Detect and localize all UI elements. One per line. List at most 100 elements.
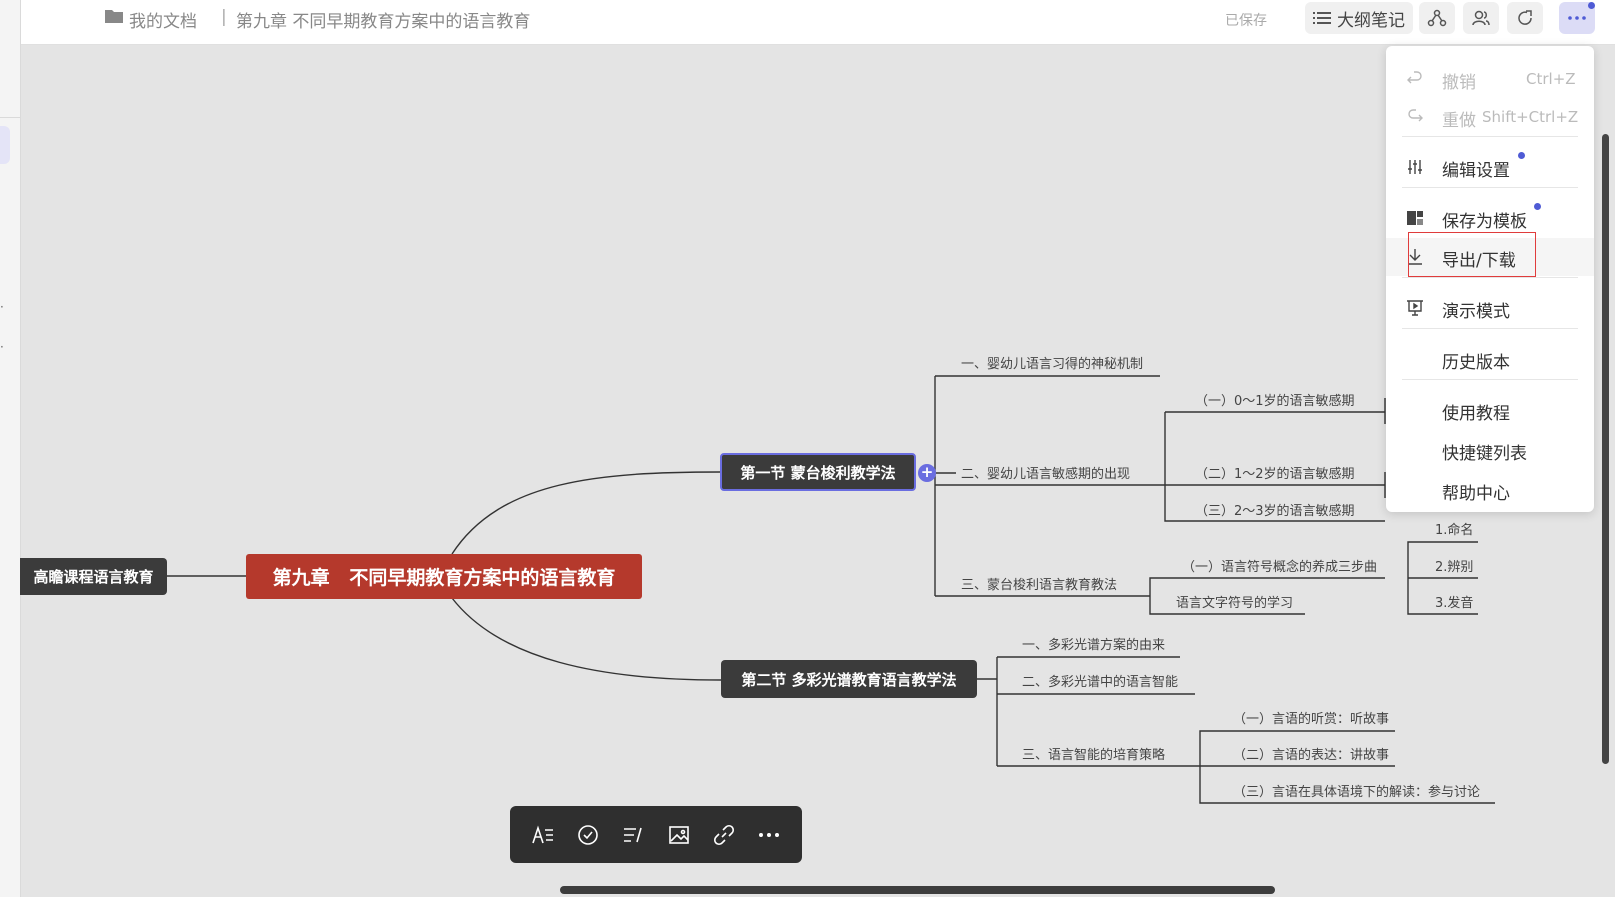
menu-item-edit-settings[interactable]: 编辑设置	[1386, 148, 1594, 186]
left-topic-node[interactable]: 高瞻课程语言教育	[20, 558, 167, 595]
menu-item-save-template[interactable]: 保存为模板	[1386, 199, 1594, 237]
strip-divider	[0, 117, 20, 118]
link-icon	[713, 824, 734, 845]
undo-icon	[1407, 71, 1422, 84]
sec2-subitem-3[interactable]: （三）言语在具体语境下的解读：参与讨论	[1233, 785, 1481, 800]
menu-item-presentation-label: 演示模式	[1442, 302, 1510, 322]
template-icon	[1407, 211, 1423, 225]
sec2-item-2[interactable]: 二、多彩光谱中的语言智能	[1022, 675, 1179, 690]
more-dropdown-menu: 撤销 Ctrl+Z 重做 Shift+Ctrl+Z 编辑设置 保存为模板 导出/…	[1386, 46, 1594, 512]
menu-divider	[1402, 136, 1578, 137]
more-dots-icon	[1568, 16, 1586, 20]
sliders-icon	[1408, 160, 1422, 174]
sec1-subitem-1[interactable]: （一）0～1岁的语言敏感期	[1195, 394, 1355, 409]
task-check-button[interactable]	[573, 820, 603, 850]
share-nodes-icon	[1427, 9, 1447, 27]
notification-dot	[1588, 2, 1595, 9]
share-button[interactable]	[1419, 2, 1455, 34]
left-panel-strip: · ·	[0, 0, 21, 897]
outline-notes-label: 大纲笔记	[1337, 10, 1405, 31]
menu-item-undo[interactable]: 撤销 Ctrl+Z	[1386, 60, 1594, 98]
list-icon	[1313, 12, 1331, 24]
note-icon	[624, 827, 643, 842]
step-1[interactable]: 1.命名	[1435, 523, 1474, 538]
menu-item-export-download[interactable]: 导出/下载	[1386, 232, 1594, 277]
top-bar: 我的文档 | 第九章 不同早期教育方案中的语言教育 已保存 大纲笔记	[21, 0, 1615, 45]
users-icon	[1472, 10, 1490, 26]
more-menu-button[interactable]	[1559, 2, 1595, 34]
new-badge-dot	[1518, 152, 1525, 159]
task-check-icon	[578, 824, 598, 845]
menu-item-edit-settings-label: 编辑设置	[1442, 161, 1510, 181]
menu-item-shortcuts-label: 快捷键列表	[1442, 444, 1527, 464]
sec1-subitem-3[interactable]: （三）2～3岁的语言敏感期	[1195, 504, 1355, 519]
add-node-button[interactable]: +	[918, 464, 936, 482]
menu-item-redo[interactable]: 重做 Shift+Ctrl+Z	[1386, 98, 1594, 136]
collaborate-button[interactable]	[1463, 2, 1499, 34]
highlight-box	[1408, 232, 1536, 277]
text-style-button[interactable]	[528, 820, 558, 850]
refresh-share-icon	[1518, 10, 1532, 25]
menu-item-shortcuts[interactable]: 快捷键列表	[1386, 431, 1594, 469]
sec2-subitem-2[interactable]: （二）言语的表达：讲故事	[1233, 748, 1390, 763]
strip-selected-indicator[interactable]	[0, 126, 10, 164]
sec2-subitem-1[interactable]: （一）言语的听赏：听故事	[1233, 712, 1390, 727]
connector-sec1	[451, 471, 721, 555]
note-button[interactable]	[618, 820, 648, 850]
menu-divider	[1402, 187, 1578, 188]
presentation-icon	[1407, 300, 1423, 316]
horizontal-scrollbar[interactable]	[560, 886, 1275, 894]
open-external-button[interactable]	[1507, 2, 1543, 34]
menu-item-help-center-label: 帮助中心	[1442, 484, 1510, 504]
step-2[interactable]: 2.辨别	[1435, 560, 1474, 575]
sec1-subitem-4[interactable]: （一）语言符号概念的养成三步曲	[1182, 560, 1378, 575]
menu-item-help-center[interactable]: 帮助中心	[1386, 471, 1594, 509]
document-title[interactable]: 第九章 不同早期教育方案中的语言教育	[236, 12, 531, 32]
vertical-scrollbar[interactable]	[1602, 134, 1609, 764]
menu-item-undo-label: 撤销	[1442, 73, 1476, 93]
sec2-item-3[interactable]: 三、语言智能的培育策略	[1022, 748, 1166, 763]
sec1-subitem-2[interactable]: （二）1～2岁的语言敏感期	[1195, 467, 1355, 482]
menu-item-tutorial[interactable]: 使用教程	[1386, 391, 1594, 429]
sec1-subitem-5[interactable]: 语言文字符号的学习	[1176, 596, 1294, 611]
image-icon	[668, 825, 689, 844]
breadcrumb-separator: |	[221, 7, 227, 27]
menu-item-history-label: 历史版本	[1442, 353, 1510, 373]
section2-node[interactable]: 第二节 多彩光谱教育语言教学法	[721, 660, 977, 698]
menu-item-history[interactable]: 历史版本	[1386, 340, 1594, 378]
text-style-icon	[531, 824, 553, 843]
connector-sec2	[451, 597, 722, 681]
menu-divider	[1402, 379, 1578, 380]
strip-dot-1: ·	[0, 300, 4, 314]
menu-item-undo-shortcut: Ctrl+Z	[1526, 70, 1576, 88]
redo-icon	[1408, 109, 1423, 122]
menu-item-redo-label: 重做	[1442, 111, 1476, 131]
menu-item-presentation[interactable]: 演示模式	[1386, 289, 1594, 327]
sec1-item-2[interactable]: 二、婴幼儿语言敏感期的出现	[961, 467, 1131, 482]
menu-item-save-template-label: 保存为模板	[1442, 212, 1527, 232]
sec2-item-1[interactable]: 一、多彩光谱方案的由来	[1022, 638, 1166, 653]
more-button[interactable]	[754, 820, 784, 850]
link-button[interactable]	[709, 820, 739, 850]
root-topic-node[interactable]: 第九章 不同早期教育方案中的语言教育	[246, 554, 642, 599]
sec1-item-3[interactable]: 三、蒙台梭利语言教育教法	[961, 578, 1118, 593]
menu-item-tutorial-label: 使用教程	[1442, 404, 1510, 424]
section1-node[interactable]: 第一节 蒙台梭利教学法	[720, 453, 916, 491]
more-icon	[759, 832, 780, 837]
folder-icon	[105, 10, 123, 23]
menu-divider	[1402, 328, 1578, 329]
breadcrumb-root[interactable]: 我的文档	[129, 12, 197, 32]
new-badge-dot	[1534, 203, 1541, 210]
save-status: 已保存	[1225, 13, 1267, 29]
download-icon	[1408, 249, 1422, 265]
menu-item-redo-shortcut: Shift+Ctrl+Z	[1482, 108, 1579, 126]
strip-dot-2: ·	[0, 340, 4, 354]
menu-divider	[1402, 277, 1578, 278]
image-button[interactable]	[664, 820, 694, 850]
step-3[interactable]: 3.发音	[1435, 596, 1474, 611]
sec1-item-1[interactable]: 一、婴幼儿语言习得的神秘机制	[961, 357, 1144, 372]
outline-notes-button[interactable]: 大纲笔记	[1305, 2, 1413, 34]
floating-toolbar	[510, 806, 802, 863]
